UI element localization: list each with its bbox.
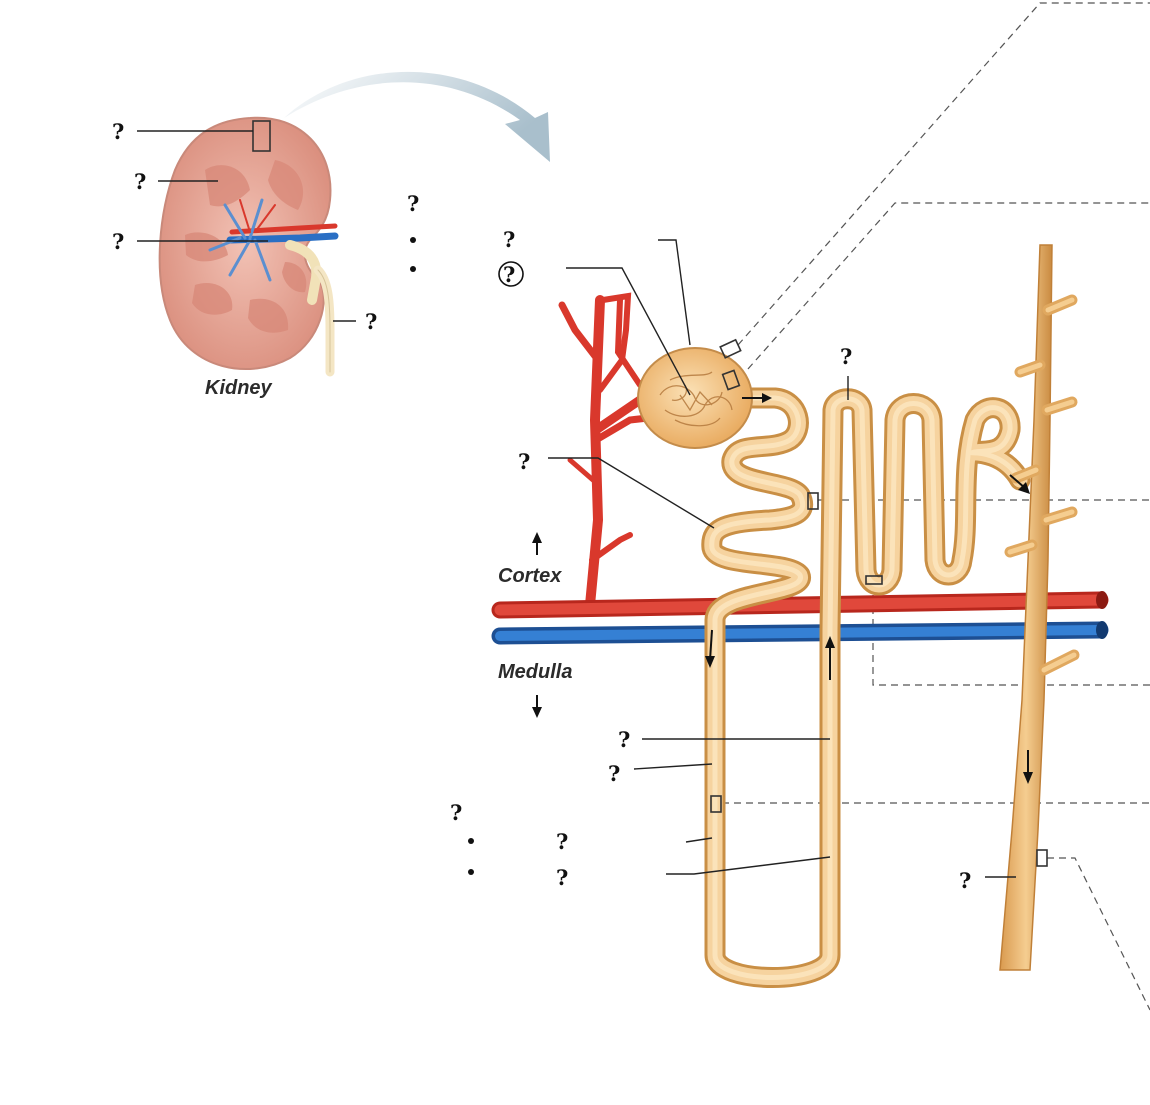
label-ureter-unknown[interactable]: ? bbox=[365, 309, 377, 334]
label-renal-pelvis-unknown[interactable]: ? bbox=[112, 229, 124, 254]
collecting-duct-selection-box bbox=[1036, 849, 1048, 867]
bullet bbox=[468, 838, 474, 844]
glomerulus bbox=[659, 371, 733, 427]
label-collecting-duct-unknown[interactable]: ? bbox=[959, 868, 971, 893]
bullet bbox=[410, 237, 416, 243]
callout-dashes bbox=[722, 2, 1150, 1011]
label-renal-cortex-unknown[interactable]: ? bbox=[112, 119, 124, 144]
label-nephron-loop-heading-unknown[interactable]: ? bbox=[450, 800, 462, 825]
circled-marker-ring bbox=[498, 261, 524, 287]
label-renal-corpuscle-heading-unknown[interactable]: ? bbox=[407, 191, 419, 216]
unknown-labels: ? ? ? ? ? ? ? ? ? ? ? ? ? ? ? bbox=[112, 119, 971, 893]
label-dct-unknown[interactable]: ? bbox=[840, 344, 852, 369]
loop-selection-box bbox=[710, 795, 722, 813]
label-descending-limb-item-unknown[interactable]: ? bbox=[556, 829, 568, 854]
afferent-arteriole-tree bbox=[558, 292, 660, 610]
pct-selection-box bbox=[807, 492, 819, 510]
label-renal-medulla-unknown[interactable]: ? bbox=[134, 169, 146, 194]
cortex-selection-box bbox=[252, 120, 271, 152]
renal-pelvis bbox=[285, 240, 322, 305]
dct-selection-box bbox=[865, 575, 883, 585]
bullets bbox=[410, 237, 474, 875]
kidney-inset: Kidney bbox=[158, 116, 339, 399]
nephron-tubule bbox=[701, 387, 1031, 988]
kidney-outline bbox=[158, 116, 332, 370]
bullet bbox=[410, 266, 416, 272]
label-ascending-limb-unknown[interactable]: ? bbox=[618, 727, 630, 752]
label-descending-limb-unknown[interactable]: ? bbox=[608, 761, 620, 786]
capsule-selection-box-inner bbox=[721, 369, 741, 391]
label-glomerular-capsule-unknown[interactable]: ? bbox=[503, 227, 515, 252]
label-glomerulus-unknown[interactable]: ? bbox=[503, 262, 515, 287]
renal-vessels bbox=[208, 198, 339, 282]
kidney-caption: Kidney bbox=[205, 377, 273, 399]
renal-pyramids bbox=[185, 160, 307, 333]
label-pct-unknown[interactable]: ? bbox=[518, 449, 530, 474]
capsule-selection-box-outer bbox=[719, 338, 742, 359]
collecting-duct bbox=[999, 244, 1080, 971]
label-ascending-limb-item-unknown[interactable]: ? bbox=[556, 865, 568, 890]
bullet bbox=[468, 869, 474, 875]
vein-horizontal bbox=[491, 621, 1109, 645]
cortex-label: Cortex bbox=[498, 565, 562, 587]
flow-arrows bbox=[532, 393, 1033, 784]
artery-horizontal bbox=[491, 591, 1109, 619]
renal-corpuscle bbox=[637, 338, 753, 449]
medulla-label: Medulla bbox=[498, 661, 572, 683]
magnify-arrow bbox=[284, 71, 550, 162]
leader-lines bbox=[137, 130, 1016, 878]
